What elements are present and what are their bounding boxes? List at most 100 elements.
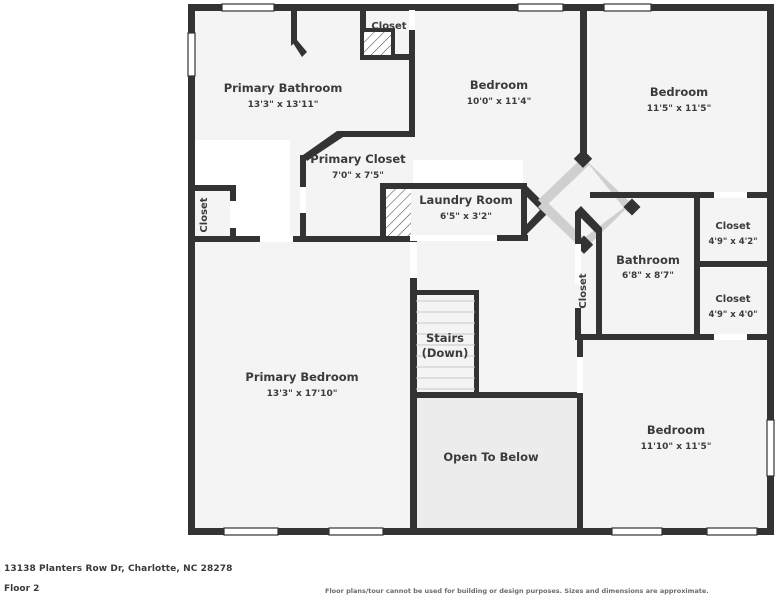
wall-laundry-bottom-l bbox=[380, 235, 410, 241]
disclaimer-text: Floor plans/tour cannot be used for buil… bbox=[325, 587, 709, 595]
window-right-1 bbox=[766, 419, 775, 477]
wall-primary-closet-angle bbox=[303, 131, 343, 161]
fill-bedroom-br-upper bbox=[586, 336, 774, 356]
door-closet-top bbox=[409, 10, 415, 30]
label-bedroom-bottom-right-name: Bedroom bbox=[647, 423, 705, 437]
wall-mid-horizontal-left2 bbox=[293, 236, 417, 242]
fill-closet-right-upper bbox=[700, 195, 774, 261]
wall-primary-closet-left bbox=[300, 155, 306, 187]
door-bedroom-br bbox=[577, 357, 583, 393]
wall-closet-left-right-lower bbox=[230, 228, 236, 242]
wall-diagonal-nw bbox=[538, 157, 590, 207]
wall-primary-closet-top bbox=[337, 131, 415, 137]
label-primary-closet-name: Primary Closet bbox=[310, 152, 406, 166]
door-bath-closet bbox=[575, 244, 581, 284]
label-closet-top-name: Closet bbox=[371, 21, 406, 32]
label-closet-left-name: Closet bbox=[199, 197, 210, 232]
wall-diagonal-ne bbox=[583, 157, 634, 213]
window-bottom-1 bbox=[223, 527, 279, 536]
wall-laundry-arrow bbox=[527, 186, 551, 234]
label-bathroom-name: Bathroom bbox=[616, 253, 680, 267]
wall-hatch-top-edge bbox=[364, 28, 394, 32]
label-bedroom-bottom-right-dim: 11'10" x 11'5" bbox=[641, 442, 712, 452]
label-closet-bathroom-name: Closet bbox=[578, 273, 589, 308]
wall-diagonal-node-e bbox=[623, 198, 641, 216]
wall-bathroom-bottom bbox=[575, 334, 774, 340]
wall-hall-br-divider bbox=[577, 340, 583, 360]
fill-closet-right-lower bbox=[700, 268, 774, 336]
door-primary-closet-left bbox=[300, 187, 306, 213]
label-laundry-room-name: Laundry Room bbox=[419, 193, 513, 207]
wall-closet-top-bottom bbox=[360, 54, 415, 60]
window-left-1 bbox=[187, 32, 196, 77]
walls bbox=[188, 4, 774, 535]
wall-bedroom-divider bbox=[580, 10, 587, 162]
label-stairs-direction: (Down) bbox=[422, 346, 469, 360]
label-closet-right-lower-dim: 4'9" x 4'0" bbox=[708, 310, 757, 320]
window-top-2 bbox=[517, 3, 564, 12]
label-laundry-room-dim: 6'5" x 3'2" bbox=[440, 212, 492, 222]
wall-diagonal-node-n bbox=[573, 149, 593, 168]
wall-bathroom-left-vert bbox=[575, 212, 581, 244]
wall-outer-right bbox=[767, 4, 774, 535]
label-bedroom-top-right-name: Bedroom bbox=[650, 85, 708, 99]
door-openings bbox=[230, 10, 747, 393]
window-top-1 bbox=[221, 3, 275, 12]
windows bbox=[187, 3, 775, 536]
wall-mid-horizontal-left bbox=[188, 236, 260, 242]
hatch-laundry-closet bbox=[386, 189, 411, 236]
wall-laundry-right bbox=[521, 183, 527, 241]
label-bedroom-top-left-name: Bedroom bbox=[470, 78, 528, 92]
hatch-closet-top bbox=[364, 31, 391, 55]
label-bedroom-top-left-dim: 10'0" x 11'4" bbox=[467, 97, 532, 107]
door-closet-left bbox=[230, 201, 236, 228]
wall-outer-left bbox=[188, 4, 195, 535]
property-address: 13138 Planters Row Dr, Charlotte, NC 282… bbox=[4, 564, 233, 574]
label-stairs-name: Stairs bbox=[426, 331, 464, 345]
wall-laundry-top bbox=[380, 183, 527, 189]
label-bathroom-dim: 6'8" x 8'7" bbox=[622, 271, 674, 281]
label-primary-bedroom-dim: 13'3" x 17'10" bbox=[267, 389, 338, 399]
label-bedroom-top-right-dim: 11'5" x 11'5" bbox=[647, 104, 712, 114]
floor-label: Floor 2 bbox=[4, 584, 40, 594]
wall-laundry-left bbox=[380, 183, 386, 241]
wall-outer-bottom bbox=[188, 528, 774, 535]
fill-bedroom-top-left bbox=[413, 10, 586, 160]
wall-open-top bbox=[413, 392, 583, 398]
stair-treads bbox=[416, 300, 475, 390]
room-labels: Primary Bathroom 13'3" x 13'11" Closet B… bbox=[199, 21, 758, 464]
window-top-3 bbox=[603, 3, 652, 12]
wall-bathroom-top bbox=[590, 192, 774, 198]
fill-closet-left bbox=[193, 188, 233, 238]
wall-stairs-top bbox=[413, 290, 479, 295]
label-primary-closet-dim: 7'0" x 7'5" bbox=[332, 171, 384, 181]
label-open-to-below: Open To Below bbox=[443, 450, 539, 464]
wall-bath-door-angle bbox=[291, 40, 307, 57]
floor-plan-drawing[interactable]: Primary Bathroom 13'3" x 13'11" Closet B… bbox=[0, 0, 779, 560]
label-primary-bathroom-dim: 13'3" x 13'11" bbox=[248, 100, 319, 110]
fill-primary-bedroom bbox=[193, 240, 413, 530]
fill-bedroom-bottom-right bbox=[578, 350, 774, 530]
door-primary-bedroom bbox=[410, 242, 417, 278]
label-primary-bathroom-name: Primary Bathroom bbox=[224, 81, 343, 95]
wall-bathroom-left-vert-lower bbox=[575, 308, 581, 338]
label-closet-right-upper-dim: 4'9" x 4'2" bbox=[708, 237, 757, 247]
wall-laundry-bottom-r bbox=[497, 235, 528, 241]
window-bottom-4 bbox=[706, 527, 758, 536]
door-laundry-bottom bbox=[410, 235, 497, 241]
wall-outer-top bbox=[188, 4, 774, 11]
wall-primary-closet-left-lower bbox=[300, 213, 306, 241]
wall-bath-door-jamb bbox=[291, 10, 297, 46]
window-bottom-2 bbox=[328, 527, 384, 536]
footer: 13138 Planters Row Dr, Charlotte, NC 282… bbox=[0, 558, 779, 600]
wall-bathroom-closet-right bbox=[596, 228, 602, 338]
wall-stairs-right bbox=[474, 290, 479, 396]
wall-closet-left-right bbox=[230, 185, 236, 201]
wall-closet-left-top bbox=[193, 185, 236, 191]
wall-closet-top-right-stub bbox=[409, 30, 415, 60]
door-closet-right-upper bbox=[714, 192, 747, 198]
wall-closet-top-left bbox=[360, 4, 366, 60]
label-closet-right-upper-name: Closet bbox=[715, 221, 750, 232]
label-closet-right-lower-name: Closet bbox=[715, 294, 750, 305]
